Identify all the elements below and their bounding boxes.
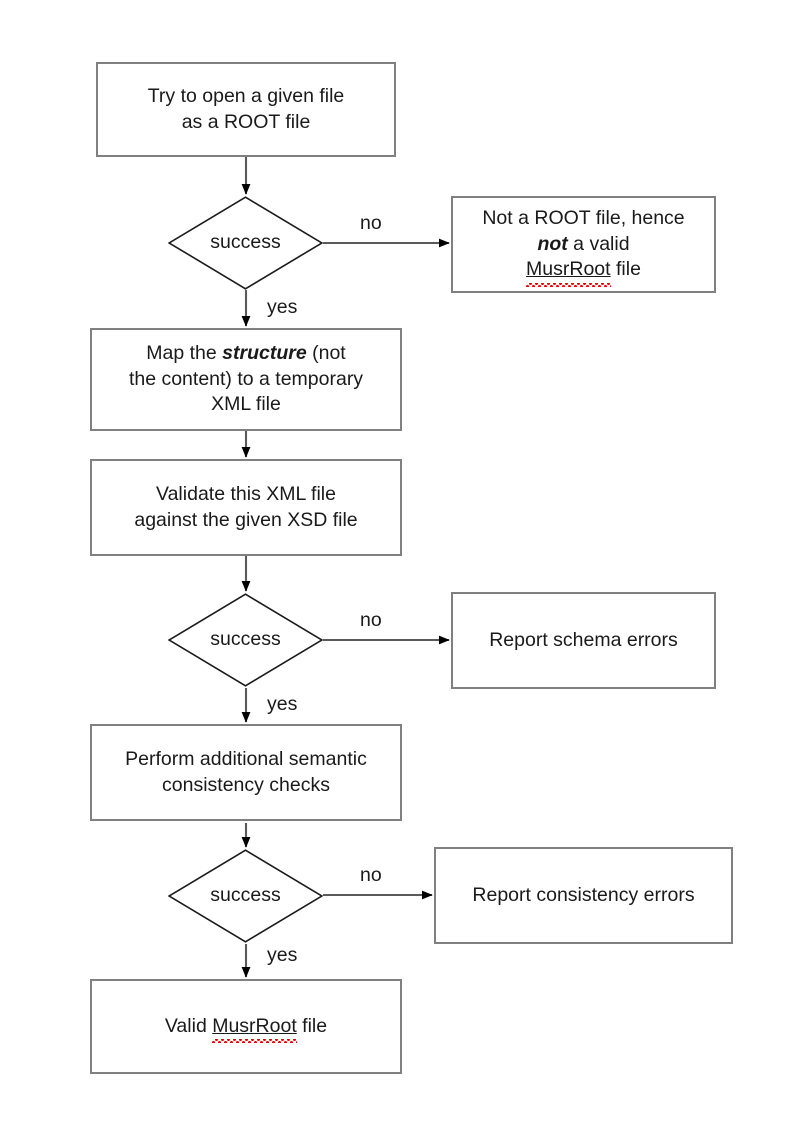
node-open-file-line1: Try to open a given file: [147, 85, 345, 108]
edge-label-no-3: no: [360, 864, 382, 886]
node-not-root-line2-rest: a valid: [567, 232, 630, 255]
node-report-consistency-errors-text: Report consistency errors: [472, 883, 695, 906]
node-validate-line2: against the given XSD file: [134, 508, 358, 531]
node-decision-success-1-label: success: [210, 231, 281, 254]
node-not-root-line3-rest: file: [610, 258, 641, 281]
edge-label-yes-3: yes: [267, 944, 298, 966]
node-decision-success-3-label: success: [210, 884, 281, 907]
node-decision-success-3[interactable]: success: [168, 849, 323, 943]
node-map-line1-pre: Map the: [146, 342, 223, 365]
edge-label-yes-1: yes: [267, 296, 298, 318]
node-validate-line1: Validate this XML file: [156, 483, 336, 506]
diamond-shape-3: [168, 849, 323, 943]
node-report-schema-errors[interactable]: Report schema errors: [451, 592, 716, 689]
node-semantic-line2: consistency checks: [162, 773, 330, 796]
node-semantic-line1: Perform additional semantic: [125, 748, 367, 771]
node-valid-post: file: [296, 1014, 328, 1037]
node-not-root-spellword: MusrRoot: [526, 257, 611, 287]
node-valid-musrroot-file-text: Valid MusrRoot file: [100, 1014, 392, 1044]
node-valid-spellword: MusrRoot: [212, 1014, 297, 1044]
node-report-schema-errors-text: Report schema errors: [489, 628, 678, 651]
edge-label-yes-2: yes: [267, 693, 298, 715]
diamond-shape-1: [168, 196, 323, 290]
node-decision-success-2[interactable]: success: [168, 593, 323, 687]
node-valid-pre: Valid: [164, 1014, 213, 1037]
node-map-line2: the content) to a temporary: [128, 367, 364, 390]
node-map-line1-post: (not: [306, 342, 346, 365]
node-map-emphasis: structure: [222, 342, 307, 365]
edge-label-no-2: no: [360, 609, 382, 631]
node-valid-musrroot-file[interactable]: Valid MusrRoot file: [90, 979, 402, 1074]
node-open-file-line2: as a ROOT file: [181, 110, 311, 133]
node-decision-success-1[interactable]: success: [168, 196, 323, 290]
node-map-line3: XML file: [211, 393, 281, 416]
edge-label-no-1: no: [360, 212, 382, 234]
node-decision-success-2-label: success: [210, 628, 281, 651]
node-report-consistency-errors[interactable]: Report consistency errors: [434, 847, 733, 944]
node-not-root-line1: Not a ROOT file, hence: [482, 207, 685, 230]
node-not-root-emphasis: not: [537, 232, 568, 255]
diamond-shape-2: [168, 593, 323, 687]
